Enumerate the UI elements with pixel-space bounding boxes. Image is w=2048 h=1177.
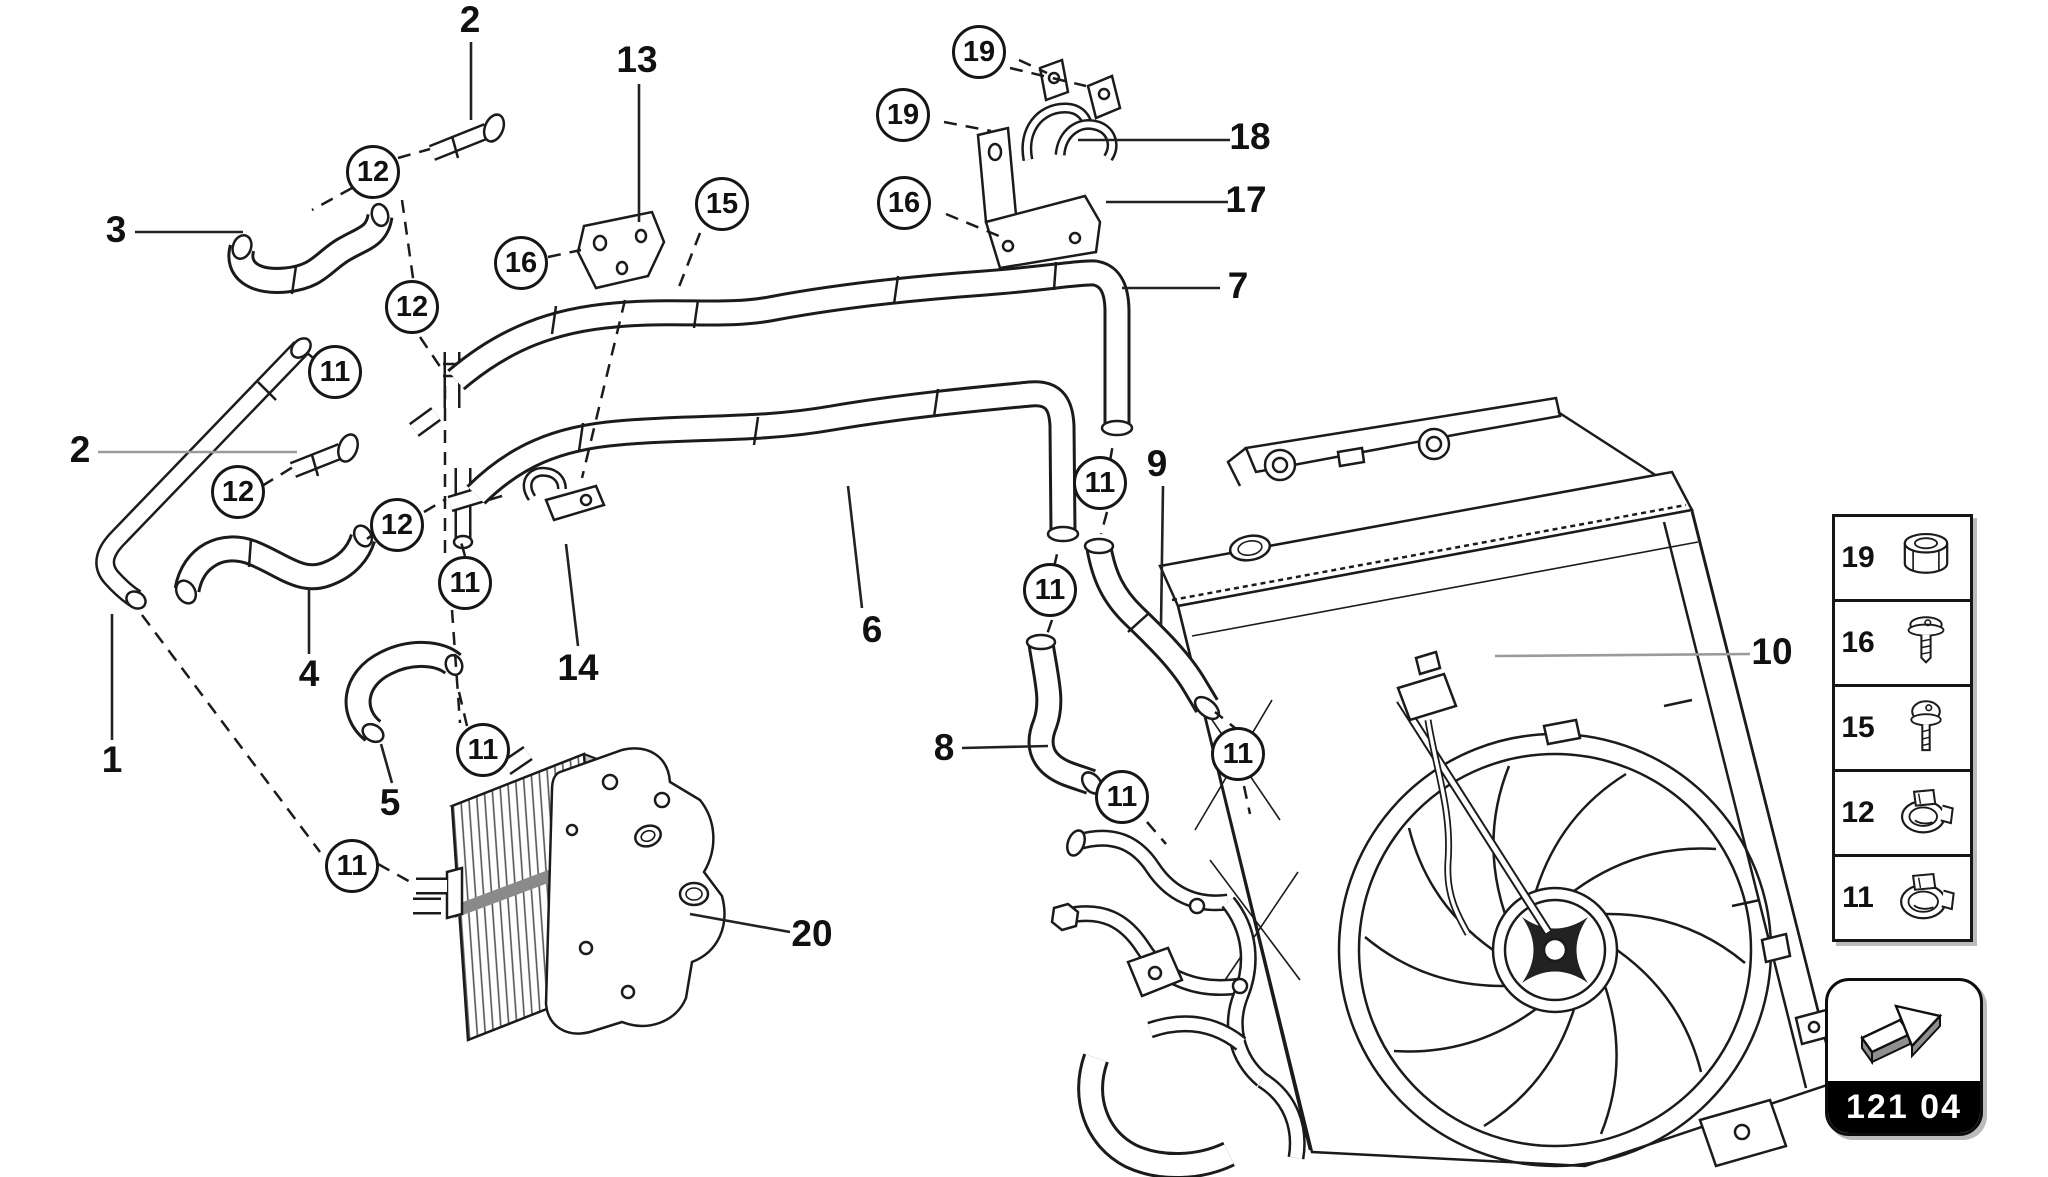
- clamp-14: [522, 466, 606, 522]
- part-label-6[interactable]: 6: [861, 609, 883, 650]
- part-label-4[interactable]: 4: [298, 653, 320, 694]
- cooling-fan: [1337, 718, 1792, 1168]
- part-label-1[interactable]: 1: [101, 739, 123, 780]
- leader-line-20: [689, 912, 791, 934]
- callout-12[interactable]: 12: [385, 280, 439, 334]
- hose-4: [172, 524, 375, 605]
- oil-cooler: [413, 745, 726, 1042]
- part-label-13[interactable]: 13: [616, 39, 658, 80]
- fitting-2-top: [428, 113, 506, 161]
- part-label-20[interactable]: 20: [791, 913, 833, 954]
- callout-12[interactable]: 12: [211, 465, 265, 519]
- callout-11[interactable]: 11: [325, 839, 379, 893]
- leader-line-9: [1159, 485, 1165, 627]
- legend-number: 19: [1841, 541, 1875, 574]
- radiator-water-pipes: [1050, 829, 1297, 1166]
- hose-clamp-icon: [1881, 778, 1970, 848]
- legend-row-19[interactable]: 19: [1832, 514, 1973, 602]
- callout-12[interactable]: 12: [346, 145, 400, 199]
- hose-8: [1025, 635, 1106, 797]
- callout-11[interactable]: 11: [1095, 770, 1149, 824]
- callout-16[interactable]: 16: [494, 236, 548, 290]
- hose-clamp-icon: [1881, 863, 1970, 933]
- leader-line-14: [564, 543, 580, 647]
- part-label-9[interactable]: 9: [1146, 443, 1168, 484]
- hose-6: [476, 389, 1080, 541]
- bracket-17-18: [976, 58, 1122, 270]
- callout-11[interactable]: 11: [308, 345, 362, 399]
- part-label-3[interactable]: 3: [105, 209, 127, 250]
- fitting-2-left: [289, 433, 359, 478]
- callout-12[interactable]: 12: [370, 498, 424, 552]
- callout-11[interactable]: 11: [438, 556, 492, 610]
- pipe-1: [105, 337, 312, 610]
- part-label-5[interactable]: 5: [379, 782, 401, 823]
- lock-nut-icon: [1881, 523, 1970, 593]
- hose-3: [229, 202, 390, 295]
- leader-line-8: [961, 744, 1049, 750]
- part-label-14[interactable]: 14: [557, 647, 599, 688]
- legend-row-12[interactable]: 12: [1832, 769, 1973, 857]
- legend-number: 11: [1842, 881, 1874, 914]
- legend-row-11[interactable]: 11: [1832, 854, 1973, 942]
- metal-fittings: [409, 352, 503, 550]
- radiator-assembly: [1050, 396, 1838, 1168]
- page-code: 121 04: [1828, 1081, 1980, 1133]
- legend-number: 16: [1841, 626, 1875, 659]
- hardware-legend: 19 16 15: [1832, 514, 1973, 942]
- bracket-13: [576, 210, 666, 290]
- hose-7: [456, 262, 1134, 435]
- part-label-7[interactable]: 7: [1227, 265, 1249, 306]
- callout-19[interactable]: 19: [876, 88, 930, 142]
- hose-9: [1083, 539, 1223, 721]
- callout-19[interactable]: 19: [952, 25, 1006, 79]
- page-code-badge: 121 04: [1825, 978, 1983, 1136]
- callout-11[interactable]: 11: [1073, 456, 1127, 510]
- legend-row-16[interactable]: 16: [1832, 599, 1973, 687]
- callout-15[interactable]: 15: [695, 177, 749, 231]
- hose-5: [358, 653, 465, 746]
- screw-icon: [1881, 608, 1970, 678]
- legend-number: 12: [1841, 796, 1875, 829]
- leader-line-10: [1494, 652, 1751, 658]
- callout-11[interactable]: 11: [456, 723, 510, 777]
- bolt-icon: [1881, 693, 1970, 763]
- leader-lines: [98, 42, 1751, 934]
- legend-number: 15: [1841, 711, 1875, 744]
- leader-line-6: [846, 485, 864, 609]
- part-label-2[interactable]: 2: [69, 429, 91, 470]
- part-label-17[interactable]: 17: [1225, 179, 1267, 220]
- dashed-connectors: [141, 58, 1252, 886]
- callout-16[interactable]: 16: [877, 176, 931, 230]
- leader-line-5: [379, 743, 394, 784]
- direction-arrow-icon: [1828, 981, 1980, 1081]
- part-label-10[interactable]: 10: [1751, 631, 1793, 672]
- part-label-18[interactable]: 18: [1229, 116, 1271, 157]
- callout-11[interactable]: 11: [1023, 563, 1077, 617]
- legend-row-15[interactable]: 15: [1832, 684, 1973, 772]
- callout-11[interactable]: 11: [1211, 727, 1265, 781]
- part-label-2[interactable]: 2: [459, 0, 481, 40]
- part-label-8[interactable]: 8: [933, 727, 955, 768]
